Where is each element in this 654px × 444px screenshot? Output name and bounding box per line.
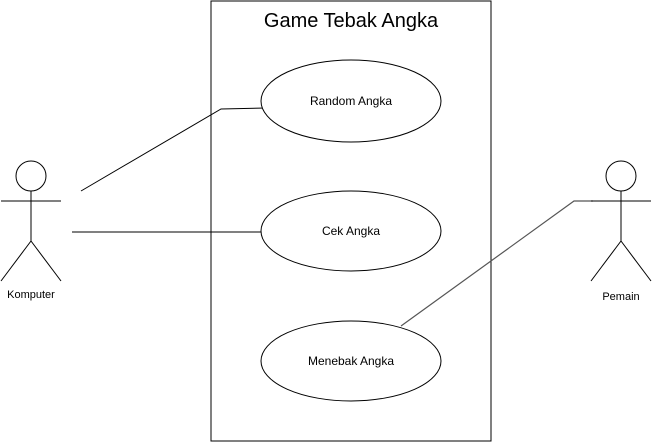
association-komputer-random [80,107,267,192]
use-case-cek-ellipse [260,190,442,272]
use-case-menebak-label: Menebak Angka [308,354,394,368]
actor-pemain-label: Pemain [602,291,639,303]
associations [72,107,593,327]
use-case-cek-label: Cek Angka [322,224,380,238]
actor-pemain[interactable]: Pemain [590,160,652,303]
use-case-random-ellipse [260,59,442,143]
use-case-random-label: Random Angka [310,94,392,108]
stick-figure-icon [590,160,652,282]
use-case-cek-angka[interactable]: Cek Angka [260,190,442,272]
stick-figure-icon [0,160,62,282]
actor-komputer[interactable]: Komputer [0,160,62,301]
actor-komputer-label: Komputer [7,289,55,301]
use-case-random-angka[interactable]: Random Angka [260,59,442,143]
use-case-menebak-angka[interactable]: Menebak Angka [260,320,442,402]
system-title: Game Tebak Angka [264,10,439,32]
association-pemain-menebak [400,200,593,327]
use-case-menebak-ellipse [260,320,442,402]
